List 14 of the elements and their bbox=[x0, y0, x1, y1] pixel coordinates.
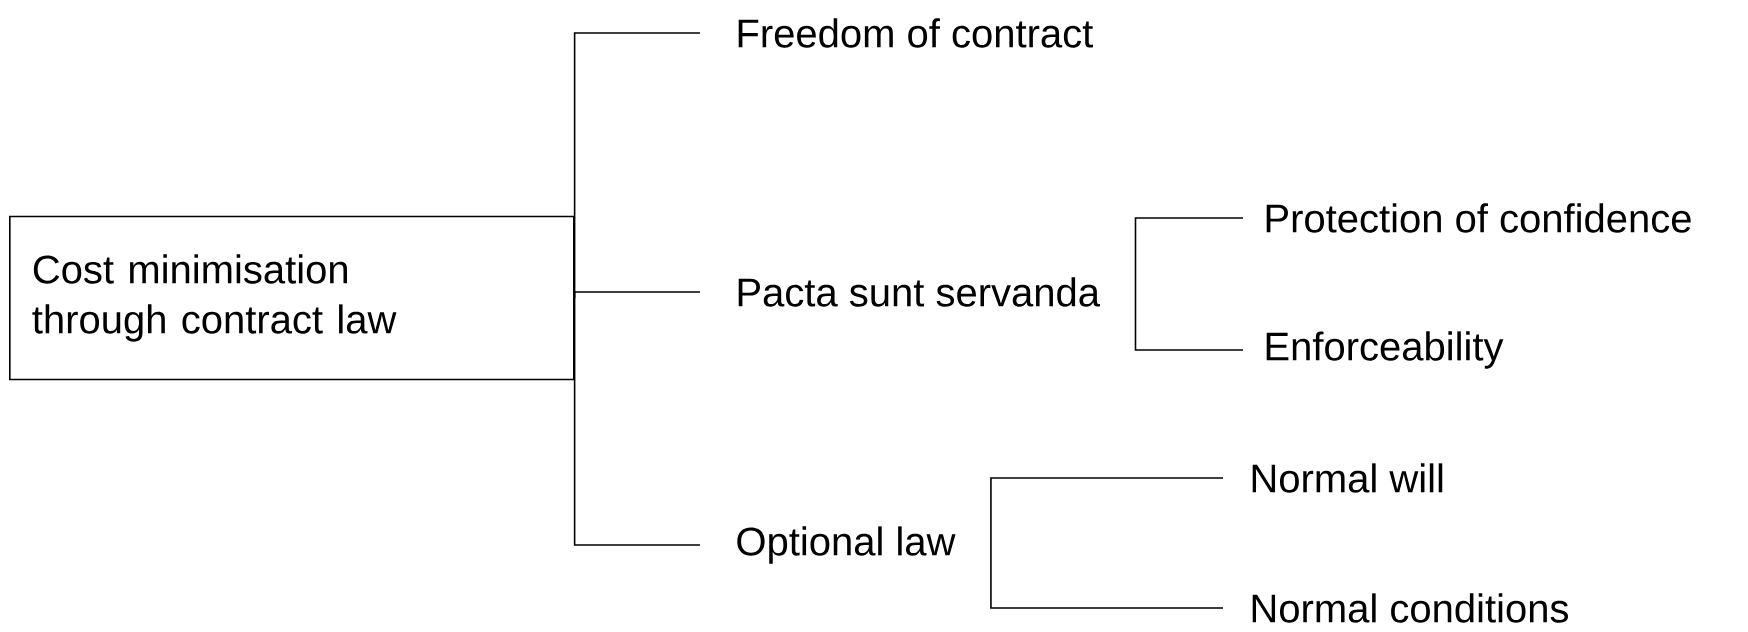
branch-label: Optional law bbox=[737, 526, 956, 564]
branch-label: Pacta sunt servanda bbox=[738, 277, 1100, 307]
connector-line bbox=[990, 544, 1224, 609]
branch-label: Normal will bbox=[1252, 463, 1443, 493]
connector-line bbox=[1134, 217, 1244, 293]
branch-label: Normal conditions bbox=[1252, 593, 1568, 623]
connector-line bbox=[573, 297, 701, 546]
branch-label: Enforceability bbox=[1266, 331, 1504, 369]
connector-line bbox=[573, 291, 701, 299]
title-box: Cost minimisation through contract law bbox=[9, 215, 575, 381]
connector-line bbox=[990, 477, 1224, 546]
branch-label: Protection of confidence bbox=[1266, 203, 1691, 233]
branch-label: Freedom of contract bbox=[738, 18, 1093, 48]
connector-line bbox=[1134, 291, 1244, 351]
